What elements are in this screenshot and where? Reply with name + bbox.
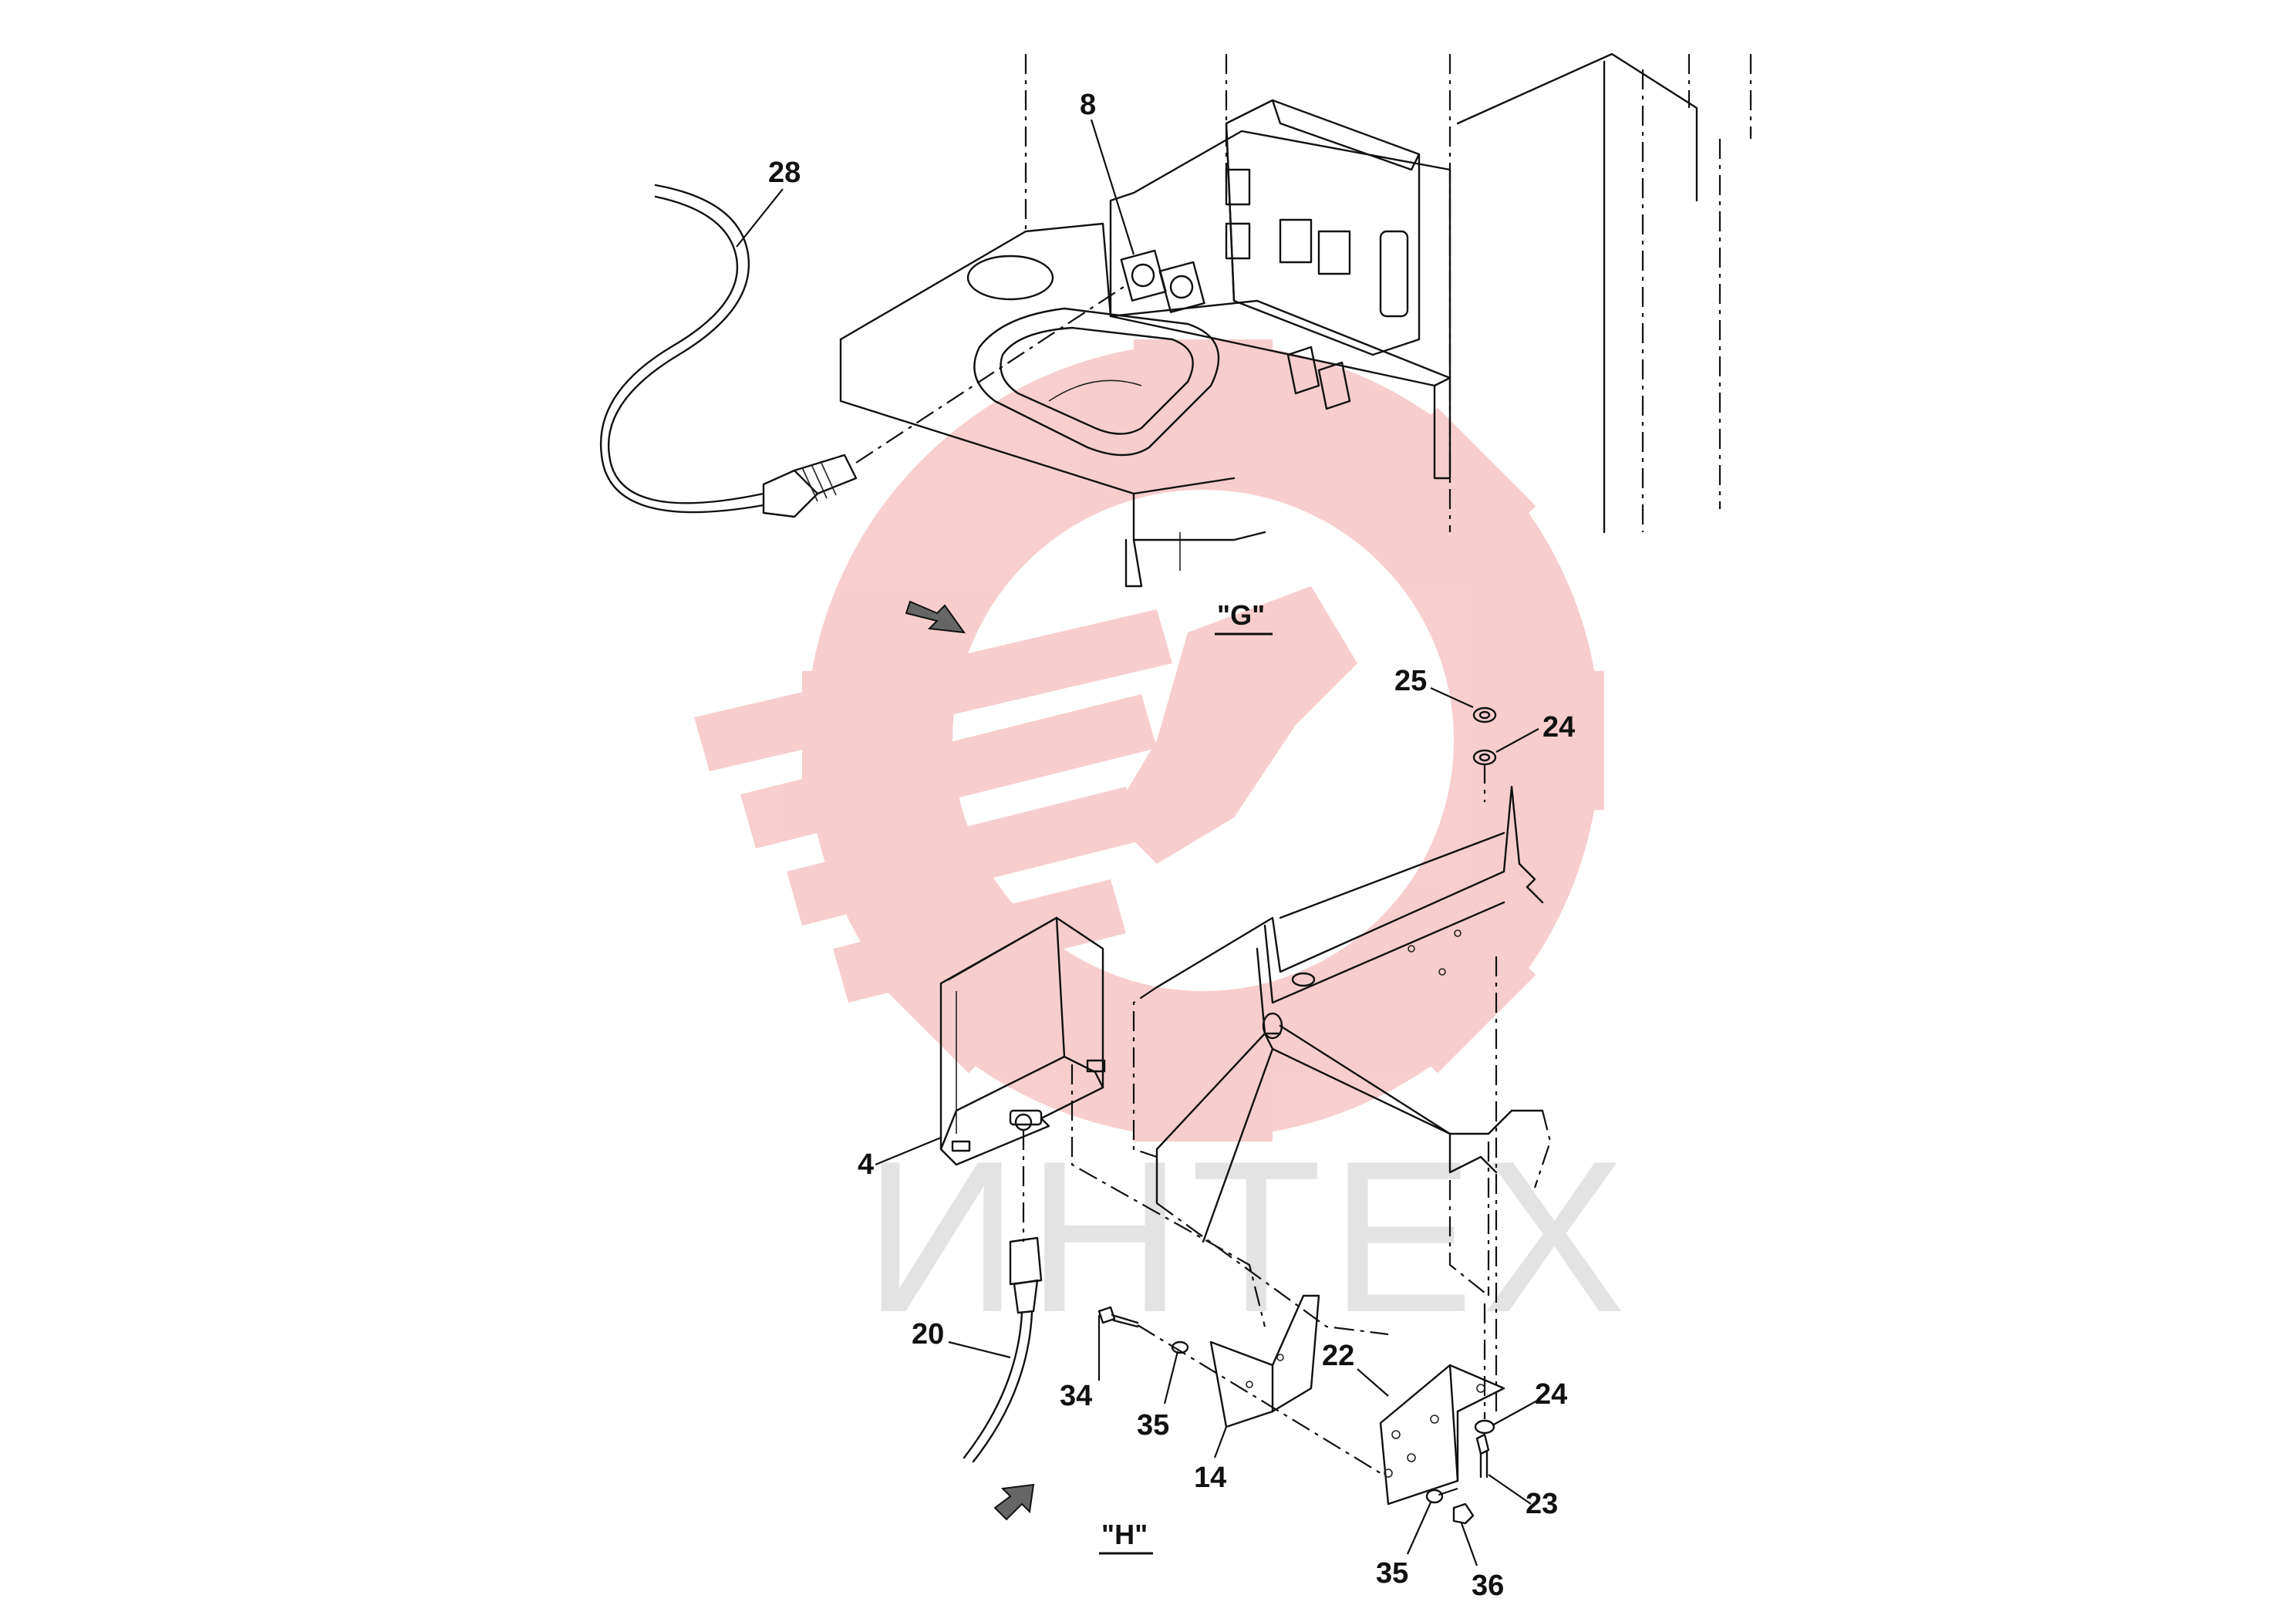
callout-24-top: 24 (1542, 711, 1575, 744)
callout-4: 4 (858, 1148, 874, 1181)
relays (1286, 346, 1351, 410)
view-label-g: "G" (1215, 599, 1273, 636)
upper-frame (839, 52, 1752, 588)
harness-20 (963, 1236, 1043, 1463)
watermark-text: ИНТЕХ (864, 1117, 1633, 1357)
bolt-34-route (1137, 1324, 1381, 1474)
callout-35-left: 35 (1137, 1409, 1169, 1442)
view-h-arrow (993, 1483, 1035, 1521)
lower-frame (1132, 706, 1552, 1411)
callout-25: 25 (1394, 665, 1427, 697)
control-box-to-bracket-route (1070, 1064, 1266, 1327)
callout-numbers: 8 28 25 24 4 20 34 35 14 22 24 23 35 36 (768, 89, 1575, 1602)
harness-28-route (855, 285, 1127, 464)
callout-23: 23 (1526, 1488, 1558, 1520)
callout-35-bottom: 35 (1376, 1557, 1408, 1590)
watermark-wrench (1111, 586, 1357, 864)
fasteners (1097, 1306, 1495, 1525)
callout-34: 34 (1060, 1380, 1092, 1412)
callout-22: 22 (1322, 1340, 1354, 1372)
view-label-h-text: "H" (1101, 1519, 1148, 1550)
callout-24-bottom: 24 (1535, 1378, 1567, 1411)
callout-20: 20 (912, 1318, 944, 1351)
leader-lines (736, 119, 1539, 1566)
view-label-h: "H" (1099, 1519, 1153, 1555)
callout-8: 8 (1080, 89, 1096, 121)
watermark-stripes (694, 609, 1172, 1003)
watermark-logo (694, 339, 1604, 1141)
view-label-g-text: "G" (1217, 599, 1265, 631)
callout-14: 14 (1194, 1462, 1226, 1494)
bracket-22 (1379, 1364, 1505, 1506)
bulkhead-connector-8 (1120, 249, 1205, 313)
nut-36-route (1434, 1487, 1458, 1498)
callout-28: 28 (768, 157, 801, 189)
control-box-4 (939, 916, 1106, 1166)
bracket-14 (1209, 1294, 1320, 1428)
view-g-arrow (905, 600, 966, 634)
harness-28 (599, 184, 858, 518)
ecu-connectors (1225, 168, 1351, 275)
callout-36: 36 (1472, 1570, 1504, 1602)
